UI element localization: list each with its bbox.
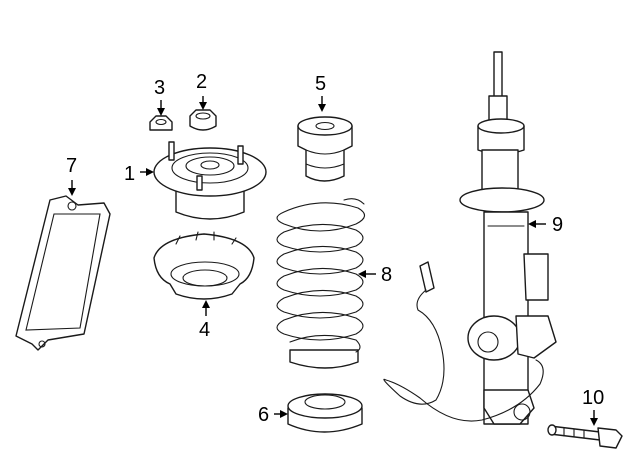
coil-spring bbox=[276, 198, 366, 369]
callout-10: 10 bbox=[582, 387, 604, 409]
lower-spring-pad bbox=[287, 393, 363, 433]
callout-6: 6 bbox=[258, 404, 269, 426]
leader-lines bbox=[68, 96, 598, 426]
callout-labels: 1 2 3 4 5 6 7 8 9 10 bbox=[66, 71, 604, 426]
callout-3: 3 bbox=[154, 77, 165, 99]
wiring-harness bbox=[383, 261, 544, 422]
lock-nut bbox=[149, 115, 173, 131]
callout-9: 9 bbox=[552, 214, 563, 236]
callout-2: 2 bbox=[196, 71, 207, 93]
cover-plate bbox=[15, 195, 111, 351]
strut-assembly bbox=[459, 51, 557, 425]
callout-1: 1 bbox=[124, 163, 135, 185]
bump-stop bbox=[297, 116, 353, 182]
mount-nut bbox=[189, 109, 217, 131]
callout-5: 5 bbox=[315, 73, 326, 95]
callout-4: 4 bbox=[199, 319, 210, 341]
bolt bbox=[547, 424, 623, 449]
callout-8: 8 bbox=[381, 264, 392, 286]
callout-7: 7 bbox=[66, 155, 77, 177]
strut-mount bbox=[153, 141, 267, 220]
spring-seat bbox=[153, 231, 255, 300]
